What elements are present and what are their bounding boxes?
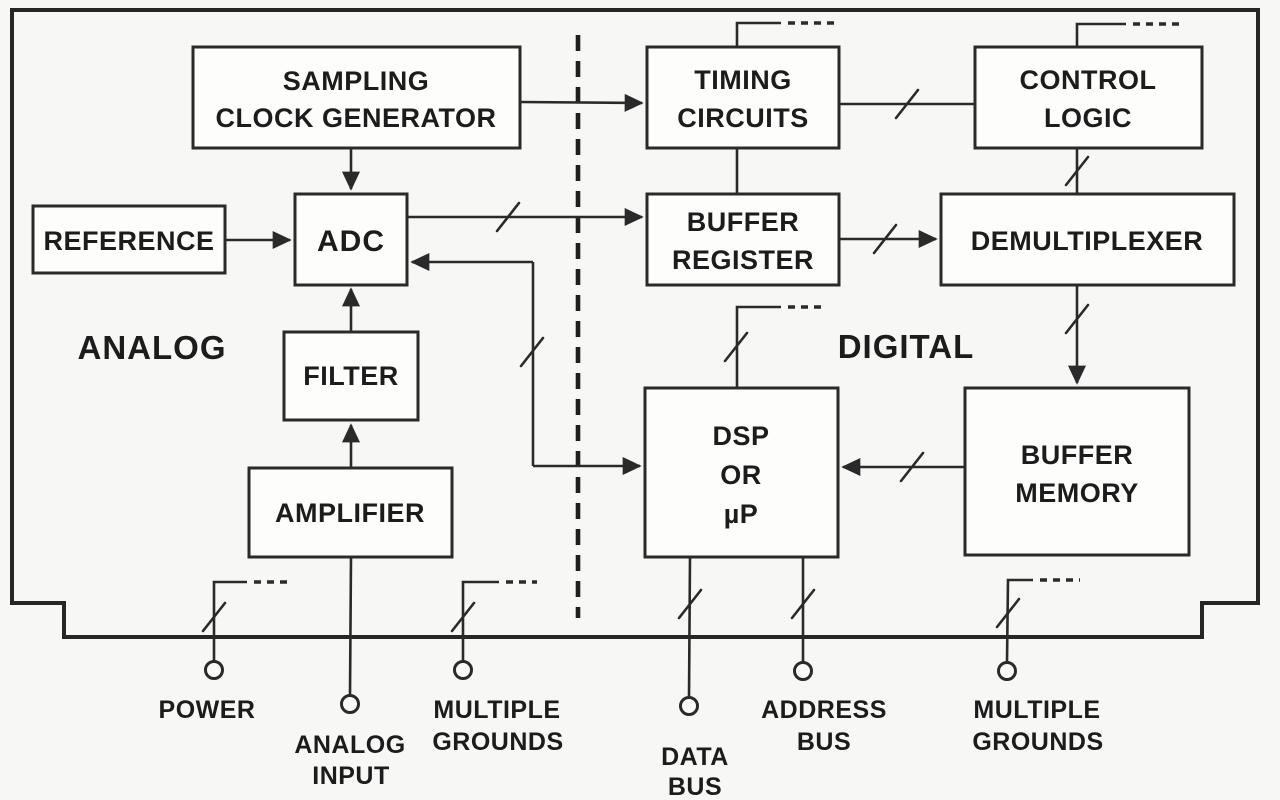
analog-input-pad-circle <box>340 694 360 714</box>
timing-circuits-label-line2: CIRCUITS <box>677 103 809 133</box>
demultiplexer-label: DEMULTIPLEXER <box>971 226 1204 256</box>
data-bus-label-line1: DATA <box>661 743 729 771</box>
slash-grounds-left <box>450 601 476 633</box>
terminal-address-bus: ADDRESS BUS <box>761 661 887 756</box>
block-filter: FILTER <box>282 330 420 422</box>
slash-demux-buffer-memory <box>1064 303 1090 335</box>
slash-control-demux <box>1064 155 1090 187</box>
filter-box <box>282 330 420 422</box>
slash-adc-buffer-register <box>495 201 521 233</box>
arrow-sampling-to-timing <box>519 93 644 112</box>
buffer-register-box <box>645 192 841 287</box>
terminal-data-bus: DATA BUS <box>661 696 729 800</box>
multiple-grounds-right-label-line1: MULTIPLE <box>973 696 1100 724</box>
wire-timing-top-stub <box>735 21 781 47</box>
analog-input-label-line1: ANALOG <box>294 731 405 759</box>
block-timing-circuits: TIMING CIRCUITS <box>645 45 841 150</box>
analog-section-label: ANALOG <box>78 329 227 366</box>
multiple-grounds-left-label-line1: MULTIPLE <box>433 696 560 724</box>
multiple-grounds-right-label-line2: GROUNDS <box>972 728 1103 756</box>
arrow-wires <box>225 93 1087 477</box>
filter-label: FILTER <box>303 361 398 391</box>
slash-buffer-register-demux <box>872 223 898 255</box>
reference-box <box>31 204 227 275</box>
dsp-label-line3: µP <box>724 499 759 529</box>
wire-power-stub <box>212 580 247 661</box>
wire-dsp-top-stub <box>735 305 781 388</box>
control-logic-box <box>973 45 1204 150</box>
reference-label: REFERENCE <box>43 226 214 256</box>
block-buffer-register: BUFFER REGISTER <box>645 192 841 287</box>
wire-control-top-stub <box>1075 22 1126 47</box>
block-adc: ADC <box>293 192 409 287</box>
multiple-grounds-left-pad-circle <box>453 660 473 680</box>
block-buffer-memory: BUFFER MEMORY <box>963 386 1191 557</box>
data-bus-label-line2: BUS <box>668 773 722 800</box>
buffer-memory-label-line2: MEMORY <box>1015 478 1139 508</box>
address-bus-pad-circle <box>793 661 813 681</box>
terminal-analog-input: ANALOG INPUT <box>294 694 405 790</box>
buffer-register-label-line1: BUFFER <box>687 207 800 237</box>
wire-grounds-left-stub <box>461 580 499 661</box>
digital-section-label: DIGITAL <box>838 328 975 365</box>
wire-analog-input <box>348 556 353 696</box>
terminal-multiple-grounds-left: MULTIPLE GROUNDS <box>432 660 563 756</box>
block-sampling-clock-generator: SAMPLING CLOCK GENERATOR <box>191 45 522 150</box>
power-pad-circle <box>204 660 224 680</box>
data-bus-pad-circle <box>679 696 699 716</box>
address-bus-label-line1: ADDRESS <box>761 696 887 724</box>
address-bus-label-line2: BUS <box>797 728 851 756</box>
board-outline <box>10 8 1260 639</box>
dsp-label-line2: OR <box>720 460 762 490</box>
slash-timing-control <box>894 88 920 120</box>
slash-data-bus <box>677 588 703 620</box>
terminal-multiple-grounds-right: MULTIPLE GROUNDS <box>972 661 1103 756</box>
buffer-memory-label-line1: BUFFER <box>1021 440 1134 470</box>
dsp-label-line1: DSP <box>712 421 769 451</box>
slash-dsp-top <box>723 331 749 363</box>
terminal-power: POWER <box>159 660 256 724</box>
slash-grounds-right <box>995 597 1021 629</box>
control-logic-label-line1: CONTROL <box>1020 65 1157 95</box>
slash-adc-dsp <box>519 336 545 368</box>
sampling-clock-generator-label-line1: SAMPLING <box>283 66 430 96</box>
multiple-grounds-left-label-line2: GROUNDS <box>432 728 563 756</box>
demultiplexer-box <box>939 192 1236 287</box>
wire-data-bus <box>687 556 692 698</box>
amplifier-box <box>247 466 454 559</box>
sampling-clock-generator-label-line2: CLOCK GENERATOR <box>215 103 496 133</box>
bus-slashes <box>201 88 1090 633</box>
control-logic-label-line2: LOGIC <box>1044 103 1132 133</box>
block-demultiplexer: DEMULTIPLEXER <box>939 192 1236 287</box>
timing-circuits-box <box>645 45 841 150</box>
wires <box>212 21 1126 698</box>
wire-grounds-right-stub <box>1005 578 1033 663</box>
timing-circuits-label-line1: TIMING <box>694 65 792 95</box>
power-label: POWER <box>159 696 256 724</box>
buffer-memory-box <box>963 386 1191 557</box>
block-dsp-or-up: DSP OR µP <box>643 386 840 559</box>
buffer-register-label-line2: REGISTER <box>672 245 814 275</box>
block-amplifier: AMPLIFIER <box>247 466 454 559</box>
slash-buffer-memory-dsp <box>899 451 925 483</box>
block-control-logic: CONTROL LOGIC <box>973 45 1204 150</box>
slash-power <box>201 601 227 633</box>
block-reference: REFERENCE <box>31 204 227 275</box>
sampling-clock-generator-box <box>191 45 522 150</box>
continuation-dashes <box>254 21 1181 584</box>
dsp-box <box>643 386 840 559</box>
amplifier-label: AMPLIFIER <box>275 498 425 528</box>
adc-label: ADC <box>317 225 385 258</box>
adc-box <box>293 192 409 287</box>
slash-address-bus <box>790 588 816 620</box>
multiple-grounds-right-pad-circle <box>997 661 1017 681</box>
analog-input-label-line2: INPUT <box>312 762 390 790</box>
